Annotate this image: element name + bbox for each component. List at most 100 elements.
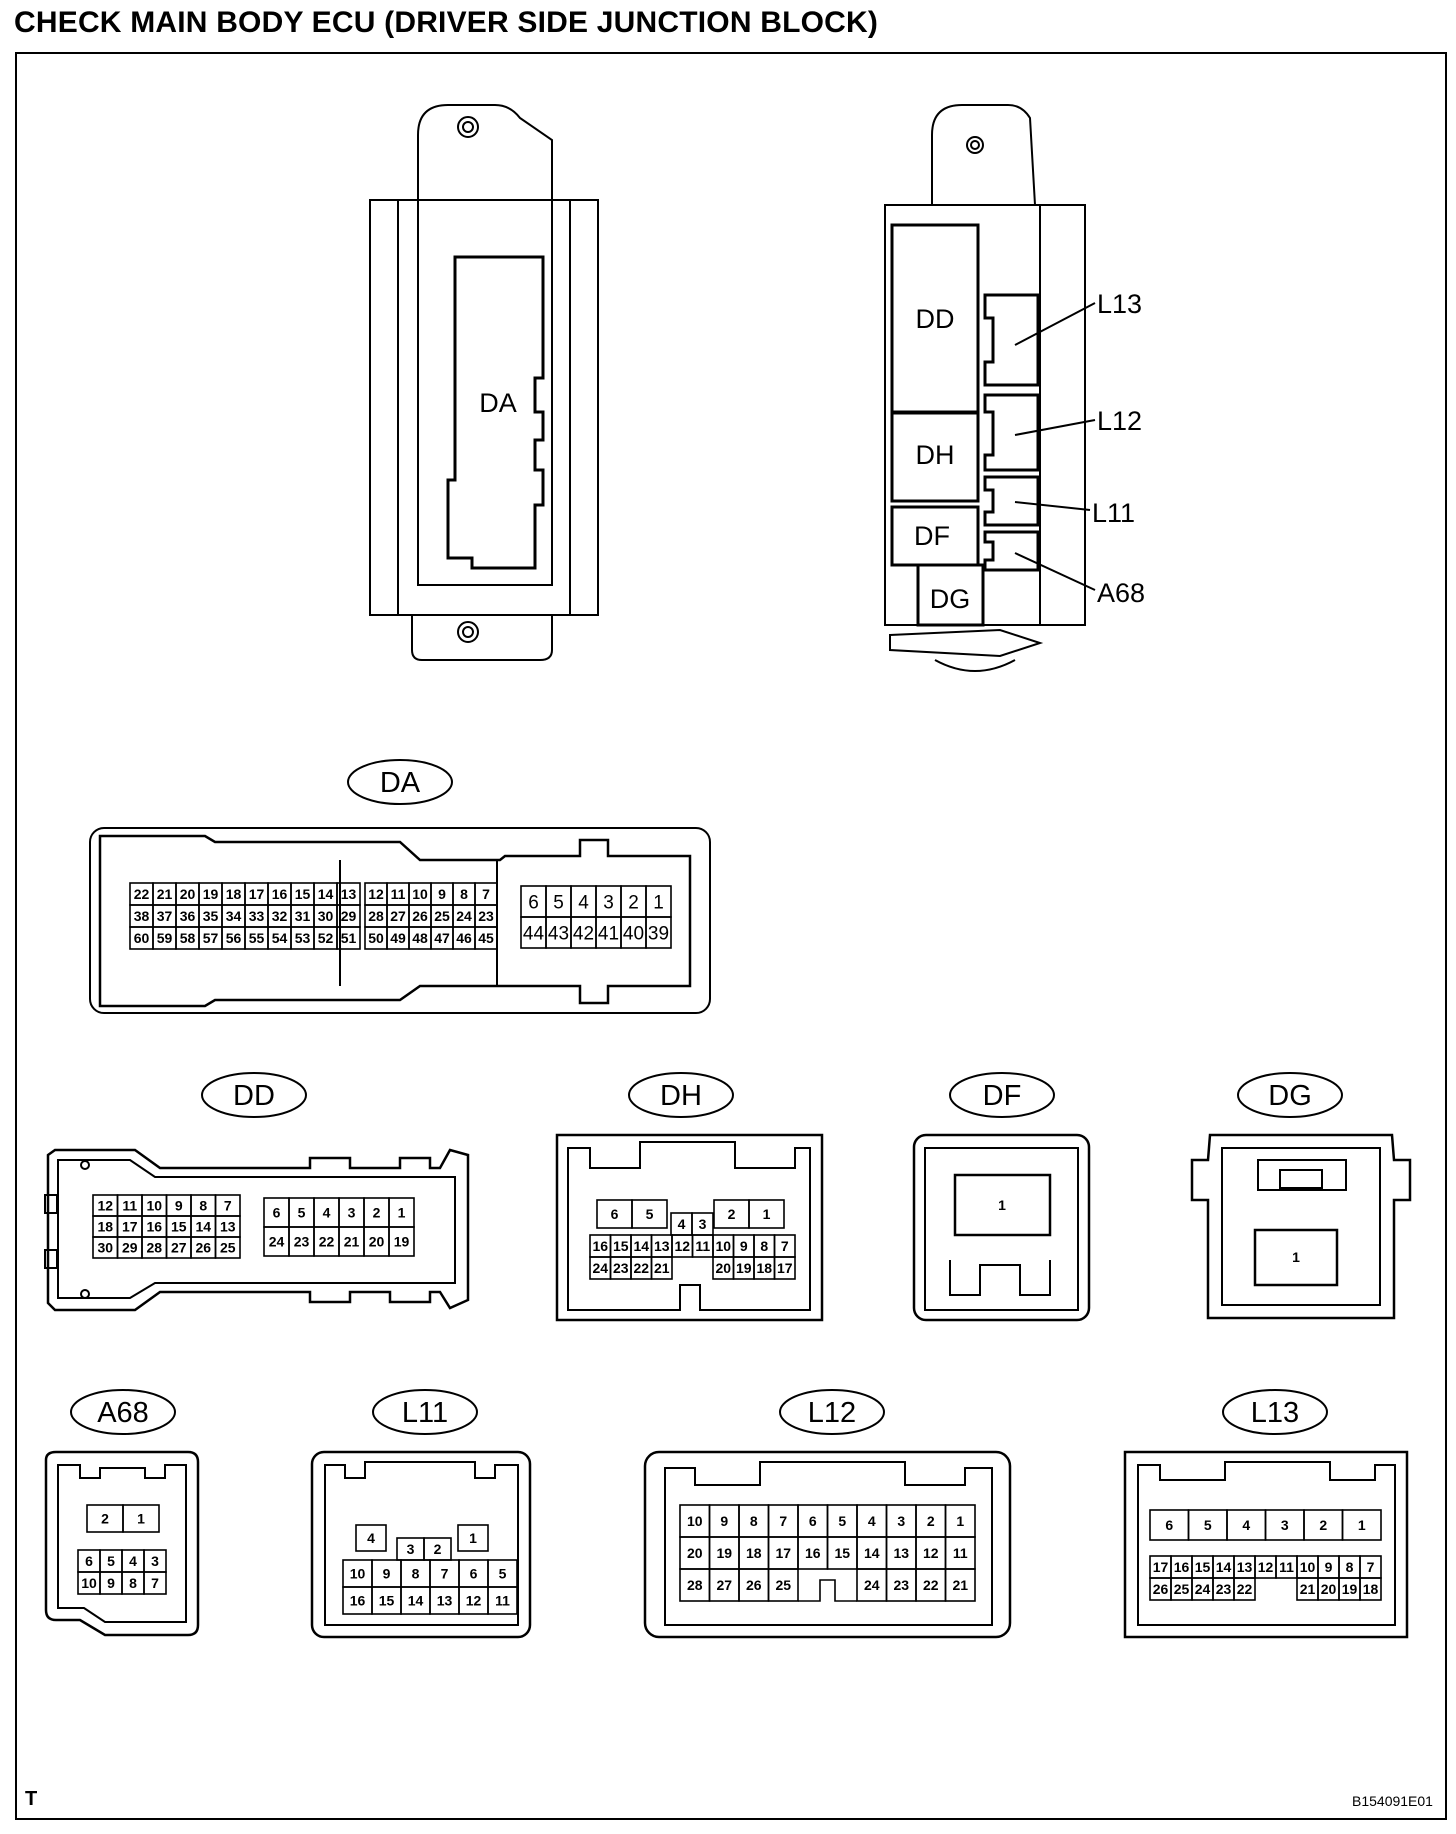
pin-number: 18 bbox=[746, 1545, 762, 1561]
pin-number: 15 bbox=[1195, 1559, 1211, 1575]
pin-number: 26 bbox=[1153, 1581, 1169, 1597]
pin-number: 6 bbox=[611, 1206, 619, 1222]
pin-number: 28 bbox=[687, 1577, 703, 1593]
pin-number: 35 bbox=[203, 908, 219, 924]
pin-number: 16 bbox=[272, 886, 288, 902]
pin-number: 32 bbox=[272, 908, 288, 924]
pin-cell bbox=[767, 1568, 799, 1602]
pin-number: 24 bbox=[592, 1260, 608, 1276]
pin-number: 41 bbox=[598, 924, 619, 945]
pin-number: 4 bbox=[868, 1513, 876, 1529]
pin-number: 2 bbox=[1319, 1517, 1327, 1533]
pin-cell bbox=[773, 1256, 796, 1280]
pin-cell bbox=[631, 1199, 668, 1229]
pin-cell bbox=[388, 1226, 415, 1257]
pin-number: 16 bbox=[805, 1545, 821, 1561]
pin-number: 44 bbox=[523, 924, 545, 945]
pin-number: 21 bbox=[157, 886, 173, 902]
connector-label-dg: DG bbox=[1268, 1080, 1312, 1112]
pin-number: 11 bbox=[495, 1593, 510, 1609]
pin-number: 59 bbox=[157, 930, 173, 946]
pin-number: 34 bbox=[226, 908, 242, 924]
callout-l13: L13 bbox=[1097, 289, 1142, 319]
pin-number: 2 bbox=[434, 1541, 442, 1557]
pin-cell bbox=[748, 1199, 785, 1229]
pin-number: 5 bbox=[646, 1206, 654, 1222]
connector-dg: DG 1 bbox=[1190, 1072, 1412, 1320]
pin-number: 33 bbox=[249, 908, 265, 924]
pin-number: 10 bbox=[81, 1575, 97, 1591]
pin-number: 2 bbox=[373, 1205, 381, 1221]
pin-number: 14 bbox=[195, 1219, 211, 1235]
pin-cell bbox=[1233, 1577, 1256, 1601]
pin-number: 52 bbox=[318, 930, 334, 946]
pin-number: 5 bbox=[107, 1553, 115, 1569]
pin-number: 23 bbox=[478, 908, 494, 924]
pin-number: 4 bbox=[678, 1216, 686, 1232]
pin-number: 2 bbox=[728, 1206, 736, 1222]
corner-mark: T bbox=[25, 1788, 38, 1810]
pin-number: 23 bbox=[893, 1577, 909, 1593]
pin-number: 11 bbox=[391, 886, 406, 902]
block-label-dd: DD bbox=[916, 304, 955, 334]
pin-number: 10 bbox=[350, 1566, 366, 1582]
pin-number: 10 bbox=[715, 1238, 731, 1254]
pin-number: 14 bbox=[864, 1545, 880, 1561]
pin-number: 9 bbox=[383, 1566, 391, 1582]
pin-number: 6 bbox=[273, 1205, 281, 1221]
pin-number: 27 bbox=[390, 908, 406, 924]
pin-number: 37 bbox=[157, 908, 173, 924]
pin-number: 11 bbox=[122, 1198, 137, 1214]
pin-cell bbox=[650, 1256, 673, 1280]
pin-number: 7 bbox=[441, 1566, 449, 1582]
pin-number: 4 bbox=[367, 1530, 375, 1546]
pin-number: 7 bbox=[781, 1238, 789, 1254]
pin-number: 60 bbox=[134, 930, 150, 946]
pin-number: 9 bbox=[175, 1198, 183, 1214]
pin-cell bbox=[143, 1571, 167, 1595]
pin-number: 19 bbox=[716, 1545, 732, 1561]
pin-number: 10 bbox=[146, 1198, 162, 1214]
pin-number: 55 bbox=[249, 930, 265, 946]
pin-number: 3 bbox=[897, 1513, 905, 1529]
pin-cell bbox=[1341, 1509, 1382, 1541]
pin-number: 2 bbox=[927, 1513, 935, 1529]
pin-number: 1 bbox=[137, 1511, 145, 1527]
pin-number: 53 bbox=[295, 930, 311, 946]
pin-number: 3 bbox=[603, 893, 614, 914]
pin-number: 17 bbox=[249, 886, 265, 902]
pin-number: 4 bbox=[1242, 1517, 1250, 1533]
pin-number: 23 bbox=[613, 1260, 629, 1276]
pin-number: 40 bbox=[623, 924, 644, 945]
pin-number: 3 bbox=[1281, 1517, 1289, 1533]
pin-number: 12 bbox=[97, 1198, 113, 1214]
pin-number: 23 bbox=[294, 1234, 310, 1250]
pin-number: 12 bbox=[923, 1545, 939, 1561]
pin-number: 3 bbox=[151, 1553, 159, 1569]
pin-number: 6 bbox=[85, 1553, 93, 1569]
pin-number: 25 bbox=[775, 1577, 791, 1593]
pin-number: 24 bbox=[1195, 1581, 1211, 1597]
pin-number: 4 bbox=[129, 1553, 137, 1569]
pin-number: 19 bbox=[394, 1234, 410, 1250]
connector-label-a68: A68 bbox=[97, 1397, 149, 1429]
dg-pin: 1 bbox=[1292, 1249, 1300, 1265]
pin-number: 22 bbox=[1237, 1581, 1253, 1597]
pin-number: 49 bbox=[390, 930, 406, 946]
pin-number: 50 bbox=[368, 930, 384, 946]
pin-number: 45 bbox=[478, 930, 494, 946]
pin-number: 15 bbox=[834, 1545, 850, 1561]
pin-number: 11 bbox=[953, 1545, 968, 1561]
pin-number: 10 bbox=[1300, 1559, 1316, 1575]
